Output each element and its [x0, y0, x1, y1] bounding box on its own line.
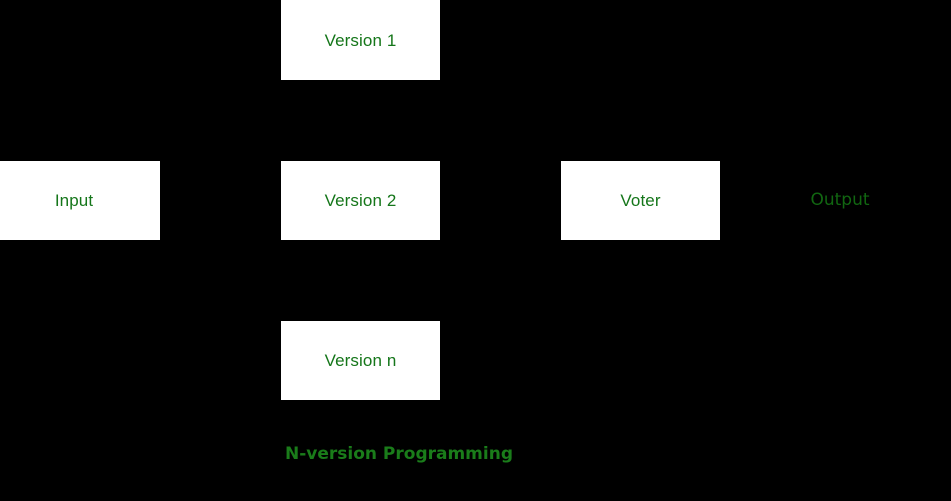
- node-input-label: Input: [54, 191, 94, 210]
- node-version-1[interactable]: Version 1: [281, 0, 440, 80]
- node-version-2[interactable]: Version 2: [281, 161, 440, 240]
- node-voter[interactable]: Voter: [561, 161, 720, 240]
- node-version-2-label: Version 2: [324, 191, 397, 210]
- node-version-n[interactable]: Version n: [281, 321, 440, 400]
- node-version-n-label: Version n: [324, 351, 397, 370]
- node-output-label: Output: [810, 189, 870, 210]
- node-version-1-label: Version 1: [324, 30, 397, 50]
- node-voter-label: Voter: [620, 191, 661, 210]
- diagram-caption: N-version Programming: [285, 444, 513, 464]
- node-input[interactable]: Input: [0, 161, 160, 240]
